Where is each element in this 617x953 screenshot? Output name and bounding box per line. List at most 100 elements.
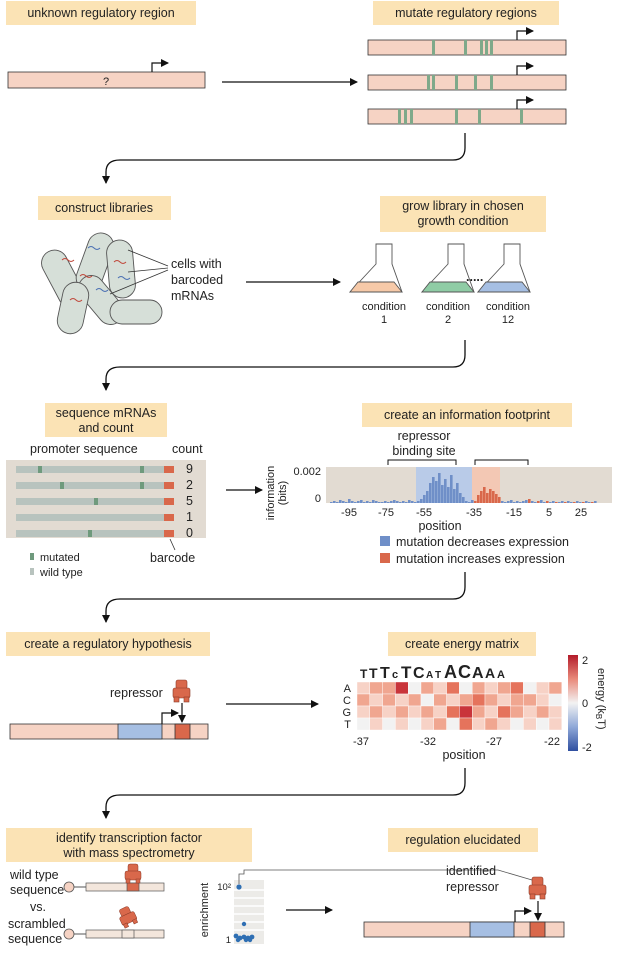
footprint-bar: [363, 502, 366, 503]
footprint-bar: [468, 502, 471, 503]
fp-xtick-2: -75: [378, 507, 394, 519]
footprint-bar: [354, 502, 357, 503]
energy-xlabel: position: [442, 748, 485, 762]
cbar-tick-mid: 0: [582, 698, 588, 710]
energy-cell: [523, 705, 537, 719]
scrambled-label-1: scrambled: [8, 917, 66, 931]
step-construct-box: [38, 196, 171, 220]
sequence-logo: T T T c T C A T A C A A A: [360, 662, 505, 682]
enrichment-plot: [233, 869, 533, 944]
legend-increase-swatch: [380, 553, 390, 563]
fp-xtick-7: 25: [575, 507, 587, 519]
energy-cell: [472, 705, 486, 719]
footprint-bar: [387, 502, 390, 503]
energy-cell: [484, 681, 499, 695]
footprint-bar: [498, 497, 501, 503]
count-4: 1: [186, 510, 193, 524]
final-region: [363, 901, 565, 938]
footprint-bar: [585, 501, 588, 503]
energy-cell: [446, 717, 460, 731]
em-row-a: A: [344, 683, 352, 695]
legend-decrease-label: mutation decreases expression: [396, 535, 569, 549]
svg-text:A: A: [497, 669, 505, 681]
energy-cell: [395, 717, 409, 731]
footprint-bar: [411, 501, 414, 503]
identified-label-1: identified: [446, 864, 496, 878]
legend-wild-label: wild type: [39, 567, 83, 579]
cbar-tick-bottom: -2: [582, 742, 592, 754]
footprint-ylabel-2: (bits): [277, 481, 289, 505]
em-row-t: T: [344, 719, 351, 731]
vs-label: vs.: [30, 900, 46, 914]
wild-label-2: sequence: [10, 883, 64, 897]
cell-cluster: [41, 232, 163, 335]
step-identify-title-1: identify transcription factor: [56, 831, 202, 845]
energy-cell: [420, 717, 435, 731]
svg-text:c: c: [392, 669, 398, 681]
svg-text:A: A: [444, 662, 457, 682]
energy-xticks: -37 -32 -27 -22: [353, 736, 560, 748]
footprint-bar: [528, 499, 531, 503]
energy-cell: [433, 681, 447, 695]
footprint-bar: [417, 501, 420, 503]
energy-cell: [472, 717, 486, 731]
energy-cell: [536, 681, 550, 695]
scrambled-label-2: sequence: [8, 932, 62, 946]
footprint-bar: [423, 495, 426, 503]
em-row-c: C: [343, 695, 351, 707]
footprint-bar: [339, 500, 342, 503]
footprint-bar: [441, 485, 444, 503]
cells-label-2: barcoded: [171, 273, 223, 287]
footprint-bar: [462, 497, 465, 503]
footprint-bar: [504, 502, 507, 503]
binding-label-2: binding site: [392, 444, 455, 458]
footprint-bar: [474, 501, 477, 503]
svg-text:C: C: [413, 665, 425, 682]
hypothesis-region: [9, 703, 209, 740]
connector-3: [102, 572, 466, 623]
footprint-bar: [495, 494, 498, 503]
footprint-bar: [570, 502, 573, 503]
footprint-bar: [540, 500, 543, 503]
footprint-bar: [513, 502, 516, 503]
step-unknown-box: [6, 1, 196, 25]
energy-cell: [548, 705, 563, 719]
svg-text:A: A: [426, 670, 433, 681]
footprint-bar: [378, 502, 381, 503]
step-energy-title: create energy matrix: [405, 637, 520, 651]
enrich-ytick-bottom: 1: [226, 935, 231, 946]
svg-text:A: A: [485, 665, 495, 681]
footprint-bar: [477, 495, 480, 503]
footprint-bar: [501, 501, 504, 503]
energy-cell: [497, 681, 511, 695]
footprint-bar: [375, 501, 378, 503]
energy-cell: [536, 693, 550, 707]
energy-cell: [523, 717, 537, 731]
svg-text:T: T: [401, 663, 412, 682]
footprint-bar: [384, 501, 387, 503]
energy-cell: [382, 681, 396, 695]
binding-label-1: repressor: [398, 429, 451, 443]
footprint-bar: [459, 493, 462, 503]
footprint-bar: [333, 501, 336, 503]
legend-mutated-label: mutated: [40, 552, 80, 564]
unknown-region: ?: [7, 59, 206, 89]
count-3: 5: [186, 494, 193, 508]
footprint-bar: [555, 502, 558, 503]
footprint-bar: [534, 502, 537, 503]
enrichment-ylabel: enrichment: [199, 883, 211, 937]
legend-decrease-swatch: [380, 536, 390, 546]
energy-cell: [433, 693, 447, 707]
footprint-bar: [588, 502, 591, 503]
energy-cell: [408, 717, 422, 731]
energy-cell: [497, 717, 511, 731]
footprint-bar: [402, 501, 405, 503]
footprint-bar: [342, 501, 345, 503]
energy-cell: [382, 705, 396, 719]
energy-cell: [356, 681, 371, 695]
step-footprint-box: [362, 403, 572, 427]
energy-cell: [548, 717, 563, 731]
wild-label-1: wild type: [9, 868, 59, 882]
footprint-bar: [510, 500, 513, 503]
energy-colorbar: [568, 655, 578, 751]
